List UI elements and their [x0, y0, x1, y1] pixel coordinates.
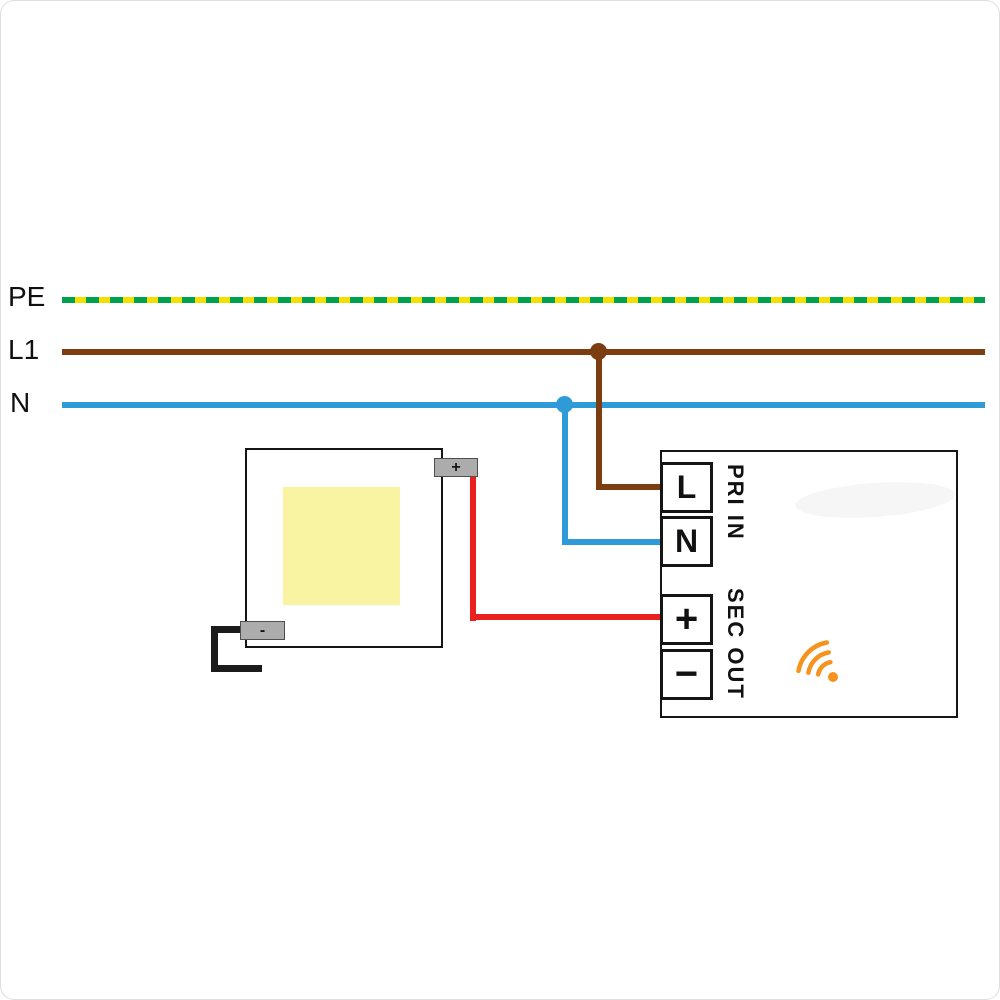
led-plus-pad-label: + [451, 458, 461, 476]
sec-minus-wire-bottom [211, 665, 262, 672]
wireless-dot [828, 672, 838, 682]
wireless-signal-icon [796, 640, 838, 682]
n-bus-label: N [10, 387, 31, 418]
terminal-plus-label: + [674, 597, 699, 641]
terminal-N: N [660, 516, 713, 567]
terminal-L-label: L [676, 469, 697, 505]
sec-plus-wire-horizontal [470, 614, 662, 620]
led-minus-pad-label: - [259, 621, 266, 639]
sec-minus-wire-vertical [211, 626, 218, 672]
live-junction-dot [590, 343, 607, 360]
neutral-wire-vertical [562, 405, 568, 545]
l1-bus-label: L1 [8, 334, 40, 365]
sec-plus-wire-vertical [470, 460, 476, 621]
sec-out-label: SEC OUT [723, 588, 748, 700]
pe-green-dash-overlay [62, 297, 985, 303]
terminal-L: L [660, 462, 713, 513]
n-conductor-line [62, 402, 985, 408]
l1-conductor-line [62, 349, 985, 355]
live-wire-horizontal [596, 484, 662, 490]
neutral-junction-dot [556, 396, 573, 413]
pri-in-label: PRI IN [723, 464, 748, 541]
pe-bus-label: PE [8, 281, 46, 312]
led-minus-pad: - [240, 621, 285, 640]
neutral-wire-horizontal [562, 539, 662, 545]
terminal-minus-label: − [674, 652, 699, 696]
terminal-minus: − [660, 649, 713, 700]
terminal-plus: + [660, 594, 713, 645]
terminal-N-label: N [674, 523, 699, 559]
led-plus-pad: + [434, 458, 478, 477]
sec-minus-wire-top [211, 626, 244, 633]
live-wire-vertical [596, 352, 602, 490]
led-chip [283, 487, 400, 605]
wireless-arcs [796, 640, 833, 677]
pe-conductor-line [62, 297, 985, 303]
